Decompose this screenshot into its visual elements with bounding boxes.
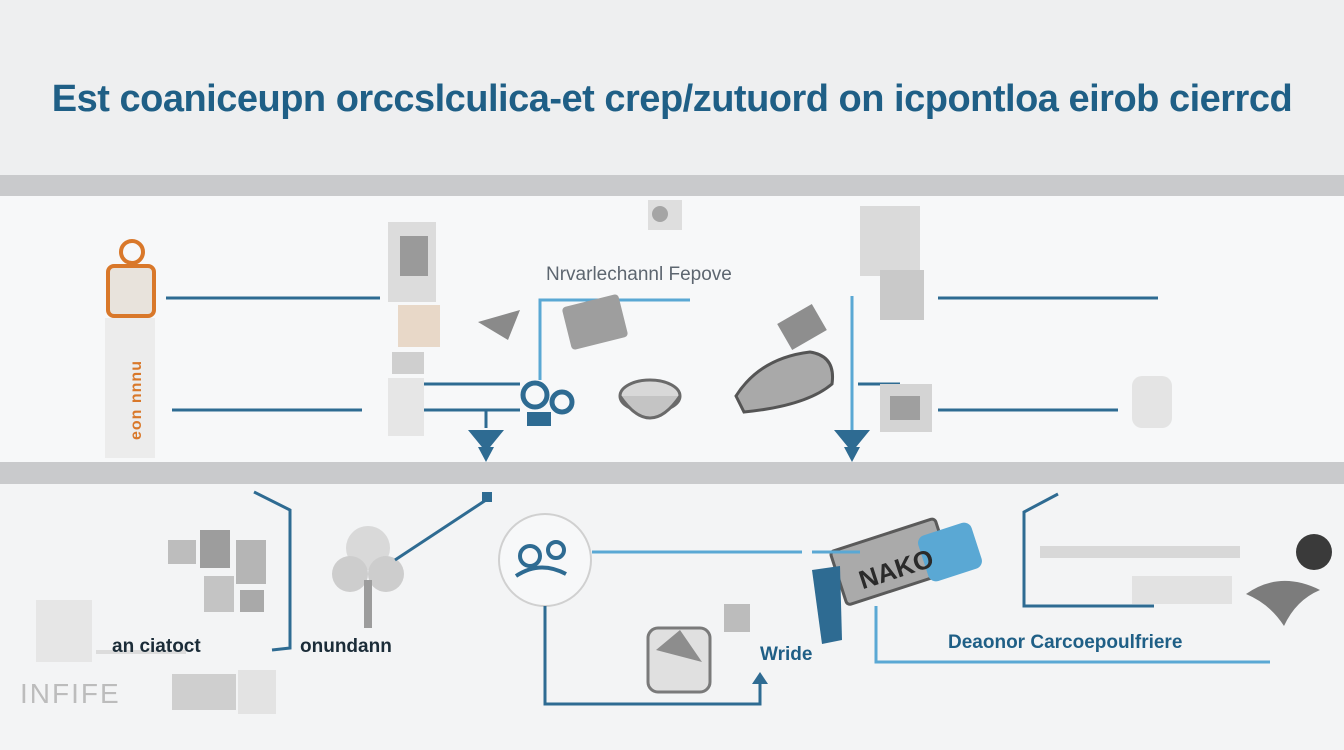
lower-left-bracket [253,490,292,652]
lower-center-flow [543,606,762,706]
placeholder-strip-icon [1040,534,1332,604]
lower-right-bracket [1022,492,1154,608]
left-vertical-tag: eon nnnu [128,360,145,440]
box-tile-icon [478,294,628,350]
gear-cluster-icon [520,380,575,426]
document-cluster-icon [168,530,266,612]
people-icon [514,540,567,578]
funnel-icon-left [468,430,504,462]
page-title: Est coaniceupn orccslculica-et crep/zutu… [51,78,1293,120]
middle-band [0,462,1344,484]
lower-center-arrowhead [752,672,768,684]
lower-panel [0,484,1344,750]
tree-icon [332,526,404,628]
photo-stack-right-icon [860,206,932,432]
lower-label-right: Deaonor Carcoepoulfriere [948,632,1183,653]
package-icon [812,517,982,644]
top-band [0,175,1344,196]
jar-icon [646,604,750,694]
upper-panel [0,196,1344,462]
short-divider [96,650,186,654]
lower-label-left-1: an ciatoct [112,636,201,657]
bird-icon [1246,580,1320,626]
lower-right-flow [874,606,1270,664]
lower-arrow-1 [394,498,487,562]
upper-center-label: Nrvarlechannl Fepove [546,264,732,285]
lower-label-left-2: onundann [300,636,392,657]
corner-text: INFIFE [20,678,121,709]
funnel-icon-right [834,430,870,462]
lower-label-center: Wride [760,644,813,665]
small-machine-icon [648,200,682,230]
center-hub [498,513,592,607]
photo-stack-left-icon [388,222,440,436]
person-icon [105,239,156,458]
shoe-machine-icon [734,304,835,414]
building-icon [36,600,92,662]
rounded-block-icon [1132,376,1172,428]
grid-cabinet-icon [172,670,276,714]
upper-center-flow [538,298,690,380]
bowl-icon [618,378,682,420]
